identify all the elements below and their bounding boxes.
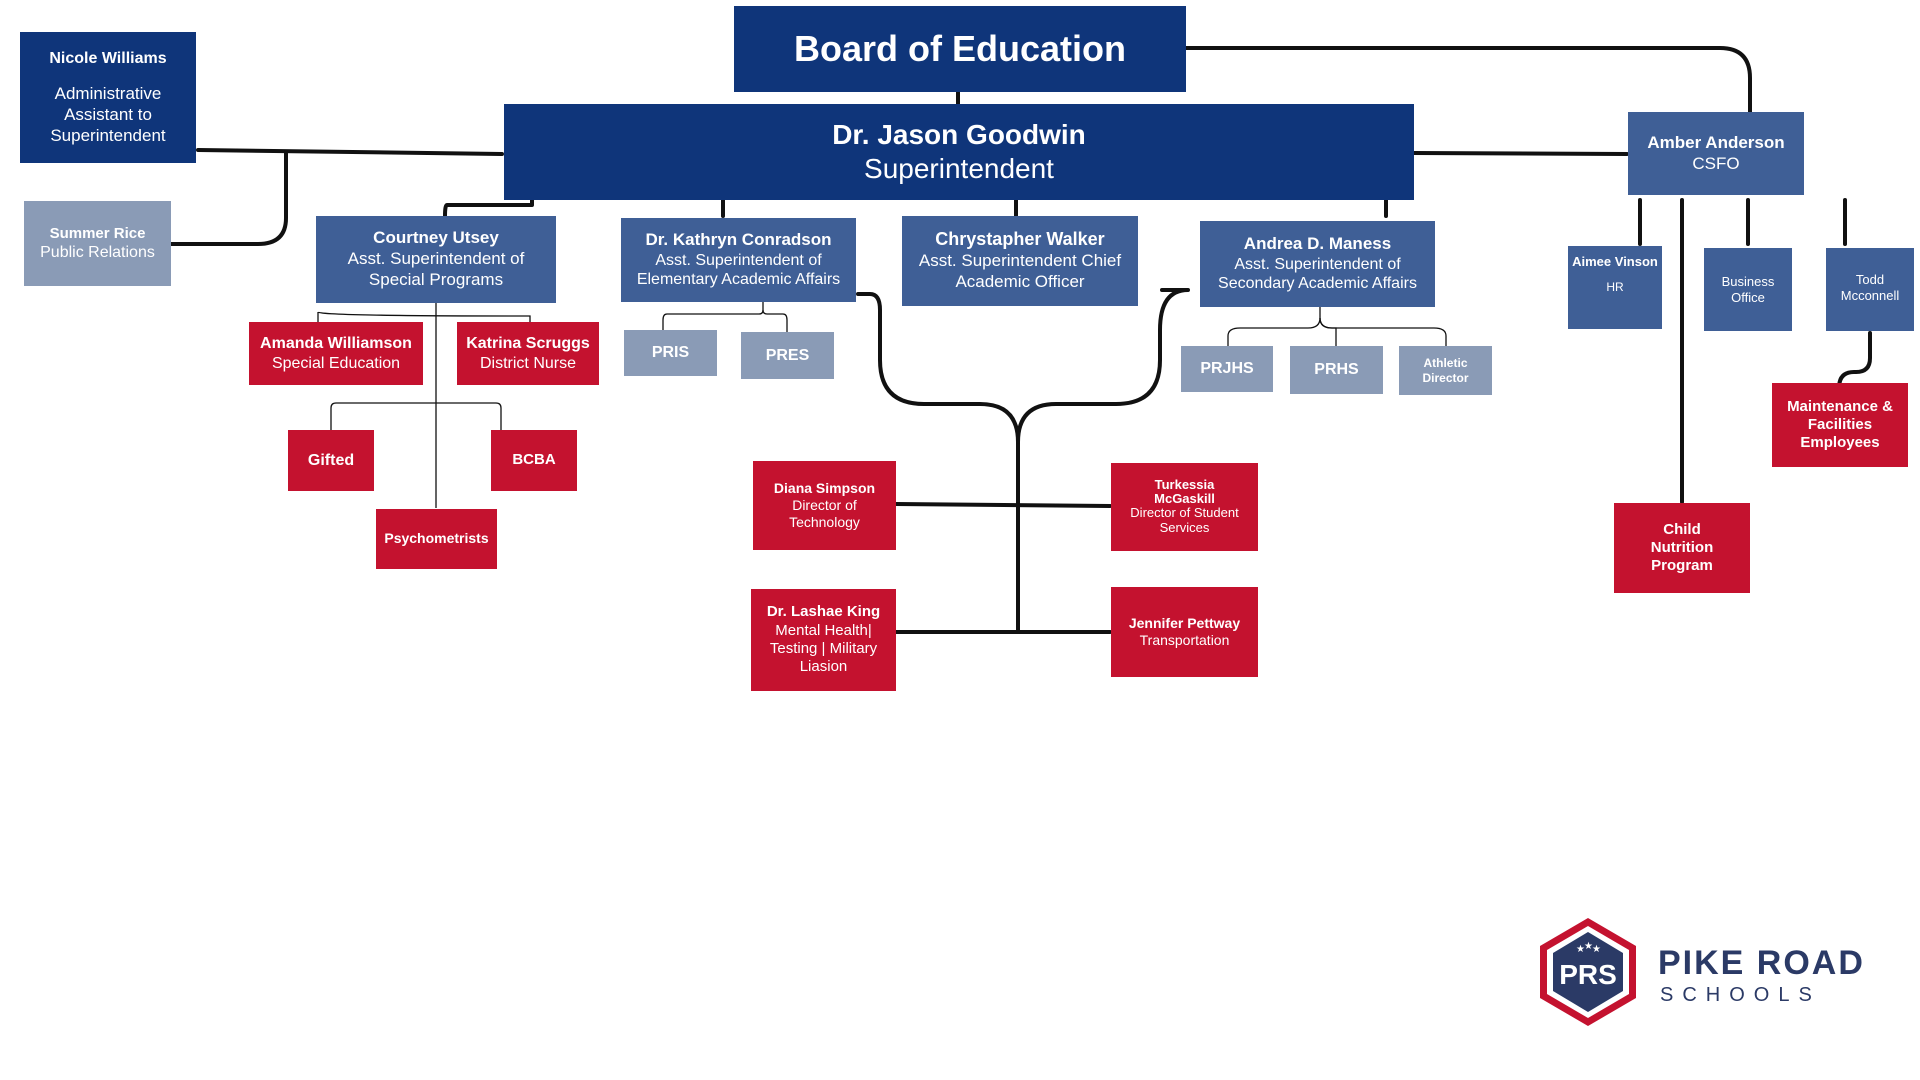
district-nurse-box: Katrina Scruggs District Nurse: [457, 322, 599, 385]
todd-name: Todd Mcconnell: [1840, 272, 1900, 303]
secondary-name: Andrea D. Maness: [1243, 234, 1392, 254]
superintendent-name: Dr. Jason Goodwin: [832, 118, 1086, 150]
superintendent-title: Superintendent: [864, 153, 1054, 184]
transportation-title: Transportation: [1139, 632, 1230, 648]
superintendent-box: Dr. Jason Goodwin Superintendent: [504, 104, 1414, 200]
school-prhs-label: PRHS: [1314, 361, 1359, 379]
secondary-box: Andrea D. Maness Asst. Superintendent of…: [1200, 221, 1435, 307]
child-nutrition-box: Child Nutrition Program: [1614, 503, 1750, 593]
chief-academic-title: Asst. Superintendent Chief Academic Offi…: [918, 251, 1122, 291]
gifted-label: Gifted: [307, 451, 355, 469]
transportation-box: Jennifer Pettway Transportation: [1111, 587, 1258, 677]
svg-text:PRS: PRS: [1559, 959, 1617, 990]
technology-title: Director of Technology: [789, 496, 860, 531]
transportation-name: Jennifer Pettway: [1128, 614, 1241, 631]
mental-health-name: Dr. Lashae King: [766, 603, 881, 621]
maintenance-box: Maintenance & Facilities Employees: [1772, 383, 1908, 467]
elementary-name: Dr. Kathryn Conradson: [645, 230, 832, 250]
public-relations-name: Summer Rice: [49, 224, 146, 242]
logo-text-pike-road: PIKE ROAD: [1658, 944, 1865, 982]
elementary-box: Dr. Kathryn Conradson Asst. Superintende…: [621, 218, 856, 302]
chief-academic-box: Chrystapher Walker Asst. Superintendent …: [902, 216, 1138, 306]
board-title: Board of Education: [794, 28, 1126, 70]
admin-assistant-box: Nicole Williams Administrative Assistant…: [20, 32, 196, 163]
student-services-box: Turkessia McGaskill Director of Student …: [1111, 463, 1258, 551]
mental-health-title: Mental Health| Testing | Military Liasio…: [769, 621, 878, 676]
school-pris-label: PRIS: [651, 344, 690, 362]
school-prjhs-label: PRJHS: [1200, 360, 1254, 378]
hr-name: Aimee Vinson: [1572, 254, 1658, 269]
technology-box: Diana Simpson Director of Technology: [753, 461, 896, 550]
mental-health-box: Dr. Lashae King Mental Health| Testing |…: [751, 589, 896, 691]
school-pres-box: PRES: [741, 332, 834, 379]
special-programs-name: Courtney Utsey: [373, 228, 499, 248]
hr-title: HR: [1606, 279, 1624, 294]
maintenance-label: Maintenance & Facilities Employees: [1787, 397, 1893, 452]
school-prhs-box: PRHS: [1290, 346, 1383, 394]
cfo-box: Amber Anderson CSFO: [1628, 112, 1804, 195]
special-education-box: Amanda Williamson Special Education: [249, 322, 423, 385]
logo-text-schools: SCHOOLS: [1660, 984, 1821, 1006]
pike-road-schools-logo: ★ ★ ★ PRS PIKE ROAD SCHOOLS: [1536, 916, 1876, 1030]
admin-assistant-name: Nicole Williams: [49, 49, 167, 67]
secondary-title: Asst. Superintendent of Secondary Academ…: [1218, 255, 1417, 293]
hr-box: Aimee Vinson HR: [1568, 246, 1662, 329]
business-office-label: Business Office: [1721, 273, 1775, 305]
chief-academic-name: Chrystapher Walker: [935, 229, 1105, 250]
district-nurse-name: Katrina Scruggs: [466, 334, 590, 352]
school-pres-label: PRES: [765, 346, 810, 364]
athletic-director-label: Athletic Director: [1422, 355, 1469, 385]
svg-text:★: ★: [1592, 944, 1601, 955]
school-pris-box: PRIS: [624, 330, 717, 376]
district-nurse-title: District Nurse: [479, 354, 576, 372]
child-nutrition-label: Child Nutrition Program: [1650, 520, 1714, 575]
athletic-director-box: Athletic Director: [1399, 346, 1492, 395]
admin-assistant-title: Administrative Assistant to Superintende…: [50, 84, 166, 145]
svg-text:★: ★: [1576, 944, 1585, 955]
business-office-box: Business Office: [1704, 248, 1792, 331]
cfo-name: Amber Anderson: [1647, 132, 1785, 152]
logo-shield-icon: ★ ★ ★ PRS: [1540, 918, 1636, 1026]
todd-box: Todd Mcconnell: [1826, 248, 1914, 331]
bcba-box: BCBA: [491, 430, 577, 491]
psychometrists-label: Psychometrists: [384, 530, 489, 547]
school-prjhs-box: PRJHS: [1181, 346, 1273, 392]
special-education-name: Amanda Williamson: [260, 334, 412, 352]
board-of-education-box: Board of Education: [734, 6, 1186, 92]
special-programs-box: Courtney Utsey Asst. Superintendent of S…: [316, 216, 556, 303]
public-relations-title: Public Relations: [40, 243, 155, 261]
student-services-title: Director of Student Services: [1130, 505, 1239, 536]
elementary-title: Asst. Superintendent of Elementary Acade…: [636, 251, 841, 289]
special-programs-title: Asst. Superintendent of Special Programs: [347, 249, 525, 289]
cfo-title: CSFO: [1692, 153, 1740, 173]
bcba-label: BCBA: [512, 451, 556, 469]
gifted-box: Gifted: [288, 430, 374, 491]
technology-name: Diana Simpson: [773, 479, 876, 496]
svg-text:★: ★: [1584, 941, 1593, 952]
public-relations-box: Summer Rice Public Relations: [24, 201, 171, 286]
special-education-title: Special Education: [271, 354, 401, 372]
student-services-name: Turkessia McGaskill: [1154, 476, 1215, 507]
psychometrists-box: Psychometrists: [376, 509, 497, 569]
